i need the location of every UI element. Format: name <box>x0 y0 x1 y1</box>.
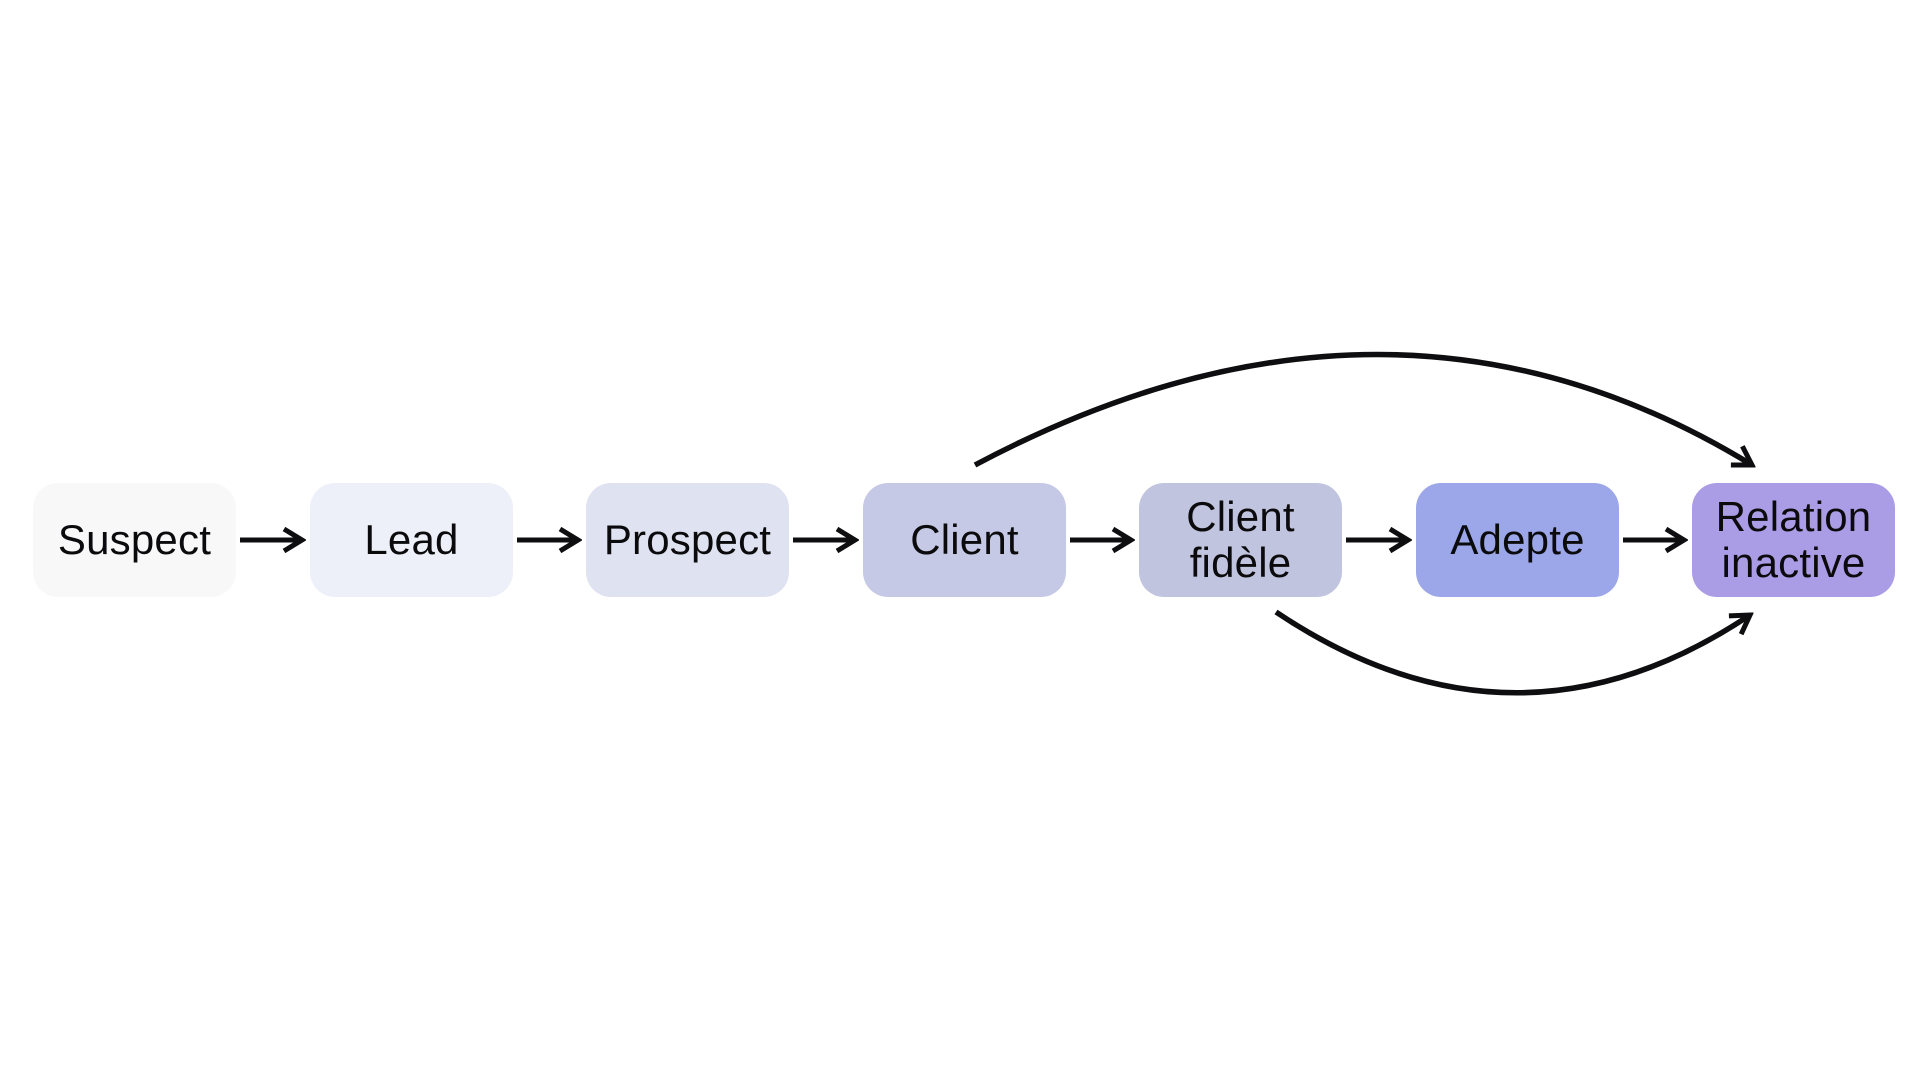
stage-client-fidele-label: Client fidèle <box>1186 492 1295 586</box>
stage-client: Client <box>863 483 1066 597</box>
arrow-client-to-relation-inactive-bypass <box>973 351 1752 466</box>
stage-relation-inactive: Relation inactive <box>1692 483 1895 597</box>
stage-lead: Lead <box>310 483 513 597</box>
stage-lead-label: Lead <box>364 515 459 563</box>
stage-adepte: Adepte <box>1416 483 1619 597</box>
stage-suspect: Suspect <box>33 483 236 597</box>
stage-prospect-label: Prospect <box>603 515 772 563</box>
stage-prospect: Prospect <box>586 483 789 597</box>
stage-relation-inactive-label: Relation inactive <box>1715 492 1872 586</box>
stage-client-label: Client <box>910 515 1019 563</box>
stage-adepte-label: Adepte <box>1450 515 1585 563</box>
arrow-client-fidele-to-relation-inactive-bypass <box>1274 609 1750 696</box>
stage-suspect-label: Suspect <box>57 515 212 563</box>
stage-client-fidele: Client fidèle <box>1139 483 1342 597</box>
